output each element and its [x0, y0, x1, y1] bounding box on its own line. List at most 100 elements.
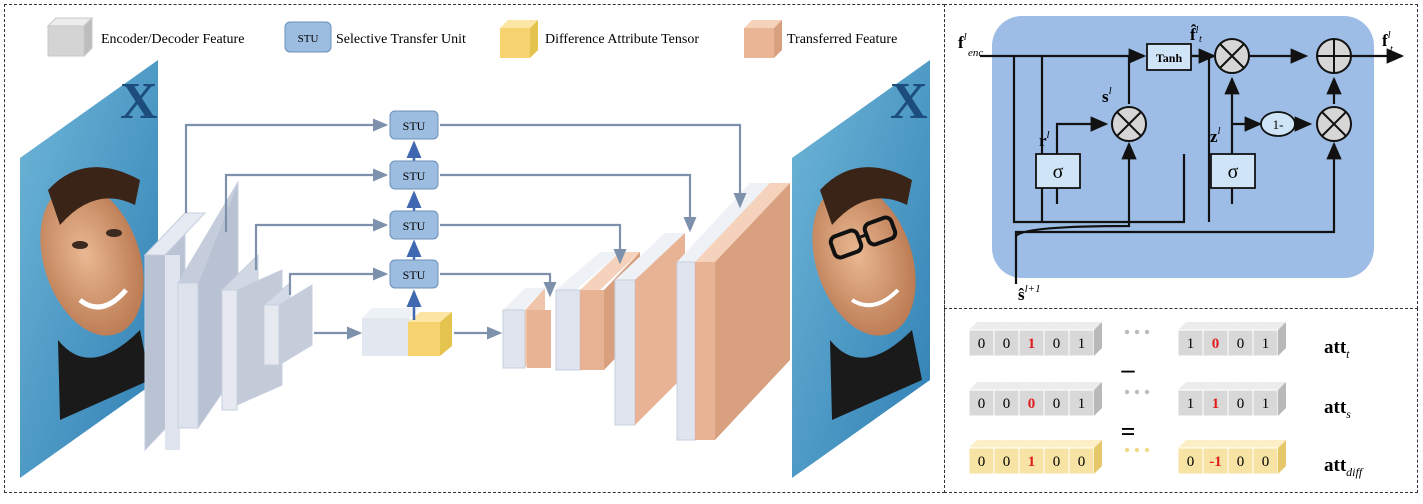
gate-z-label: z: [1210, 127, 1218, 146]
gate-s-hat-label: ŝ: [1018, 285, 1025, 304]
attribute-left-cell: 0: [968, 440, 1002, 475]
stu-unit-1: STU: [389, 110, 439, 140]
attribute-left-value: 0: [978, 454, 986, 470]
architecture-diagram: Encoder/Decoder Feature STU Selective Tr…: [20, 16, 930, 478]
legend-diff-attr: Difference Attribute Tensor: [500, 20, 699, 58]
attribute-left-cell: 0: [968, 322, 1002, 357]
attribute-left-value: 0: [978, 396, 986, 412]
stu-unit-3-label: STU: [403, 219, 426, 233]
attribute-left-cell: 0: [993, 382, 1027, 417]
legend: Encoder/Decoder Feature STU Selective Tr…: [46, 16, 897, 58]
svg-text:ŝl+1: ŝl+1: [1018, 283, 1041, 304]
gate-background: [992, 16, 1374, 278]
attribute-right-cell: 1: [1252, 382, 1286, 417]
attribute-right-cell: -1: [1202, 440, 1236, 475]
attribute-right-cell: 0: [1177, 440, 1211, 475]
decoder-blocks: [502, 183, 790, 441]
attribute-left-cell: 0: [993, 322, 1027, 357]
attribute-right-value: 0: [1262, 454, 1270, 470]
input-face-image: X: [20, 60, 158, 478]
multiply-icon: [1316, 106, 1352, 142]
svg-text:sl: sl: [1102, 85, 1112, 106]
gate-z-sup: l: [1218, 125, 1221, 137]
svg-text:fl: fl: [1382, 29, 1391, 50]
multiply-icon: [1214, 38, 1250, 74]
legend-encoder-decoder: Encoder/Decoder Feature: [46, 16, 244, 58]
attribute-left-value: 0: [1028, 396, 1036, 412]
attribute-left-value: 1: [1028, 454, 1036, 470]
stu-unit-2: STU: [389, 160, 439, 190]
legend-transferred-label: Transferred Feature: [787, 32, 897, 47]
attribute-left-cell: 1: [1068, 382, 1102, 417]
attribute-right-value: 1: [1262, 336, 1270, 352]
svg-text:fl: fl: [958, 31, 967, 52]
gate-s-label: s: [1102, 87, 1109, 106]
attribute-label: attdiff: [1324, 455, 1364, 479]
attribute-right-cell: 0: [1227, 382, 1261, 417]
attribute-right-value: 0: [1237, 454, 1245, 470]
attribute-left-value: 0: [978, 336, 986, 352]
gate-sigma-z-label: σ: [1228, 161, 1239, 183]
attribute-left-value: 1: [1078, 396, 1086, 412]
attribute-left-cell: 1: [1018, 322, 1052, 357]
svg-text:rl: rl: [1039, 129, 1050, 150]
skip-connections: [184, 118, 747, 340]
stu-unit-3: STU: [389, 210, 439, 240]
attribute-left-value: 0: [1053, 396, 1061, 412]
attribute-label: atts: [1324, 397, 1351, 421]
legend-stu: STU Selective Transfer Unit: [284, 21, 466, 53]
equals-operator: =: [1121, 417, 1136, 446]
svg-text:X: X: [890, 73, 928, 130]
gate-f-t-label: f: [1382, 31, 1388, 50]
gate-r-label: r: [1039, 131, 1047, 150]
attribute-left-value: 1: [1078, 336, 1086, 352]
gate-f-hat-sub: t: [1199, 34, 1202, 45]
attribute-left-value: 0: [1053, 336, 1061, 352]
stu-gate-diagram: Tanh σ σ 1- fl enc fl t f̂l t sl rl zl ŝ…: [958, 16, 1405, 304]
attribute-left-value: 0: [1003, 336, 1011, 352]
gate-f-enc-sup: l: [964, 31, 967, 43]
attribute-right-cell: 1: [1177, 382, 1211, 417]
ellipsis-icon: [1124, 447, 1150, 453]
attribute-right-value: 0: [1187, 454, 1195, 470]
ellipsis-icon: [1124, 329, 1150, 335]
gate-s-hat-sup: l+1: [1025, 283, 1041, 295]
gate-f-hat-label: f̂: [1190, 25, 1197, 44]
output-face-image: X: [792, 60, 930, 478]
gate-sigma-r-label: σ: [1053, 161, 1064, 183]
legend-encoder-decoder-label: Encoder/Decoder Feature: [101, 32, 244, 47]
legend-transferred: Transferred Feature: [744, 20, 897, 58]
gate-f-enc-label: f: [958, 33, 964, 52]
add-icon: [1316, 38, 1352, 74]
attribute-right-value: 0: [1237, 336, 1245, 352]
glasses-icon: [828, 215, 898, 260]
attribute-left-cell: 0: [1068, 440, 1102, 475]
attribute-right-value: 1: [1187, 396, 1195, 412]
attribute-label: attt: [1324, 337, 1350, 361]
attribute-right-cell: 0: [1202, 322, 1236, 357]
attribute-left-cell: 0: [968, 382, 1002, 417]
gate-one-minus-label: 1-: [1273, 117, 1284, 132]
attribute-right-cell: 0: [1227, 322, 1261, 357]
svg-text:f̂l: f̂l: [1190, 25, 1199, 44]
attribute-left-cell: 1: [1068, 322, 1102, 357]
attribute-left-cell: 0: [1018, 382, 1052, 417]
gate-s-sup: l: [1109, 85, 1112, 97]
legend-stu-box-label: STU: [298, 33, 319, 45]
encoder-blocks: [143, 180, 313, 452]
gate-f-hat-sup: l: [1196, 25, 1199, 36]
attribute-left-value: 1: [1028, 336, 1036, 352]
attribute-left-value: 0: [1003, 454, 1011, 470]
minus-operator: –: [1121, 355, 1136, 384]
gate-f-t-sup: l: [1388, 29, 1391, 41]
attribute-right-cell: 1: [1177, 322, 1211, 357]
stu-unit-4-label: STU: [403, 268, 426, 282]
multiply-icon: [1111, 106, 1147, 142]
attribute-right-value: 1: [1212, 396, 1220, 412]
ellipsis-icon: [1124, 389, 1150, 395]
attribute-left-value: 0: [1003, 396, 1011, 412]
attribute-right-value: 1: [1187, 336, 1195, 352]
